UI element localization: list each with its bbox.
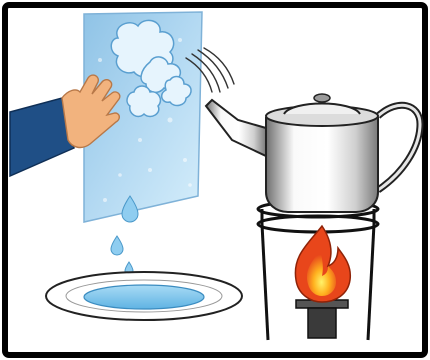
dish-icon [46, 272, 242, 320]
